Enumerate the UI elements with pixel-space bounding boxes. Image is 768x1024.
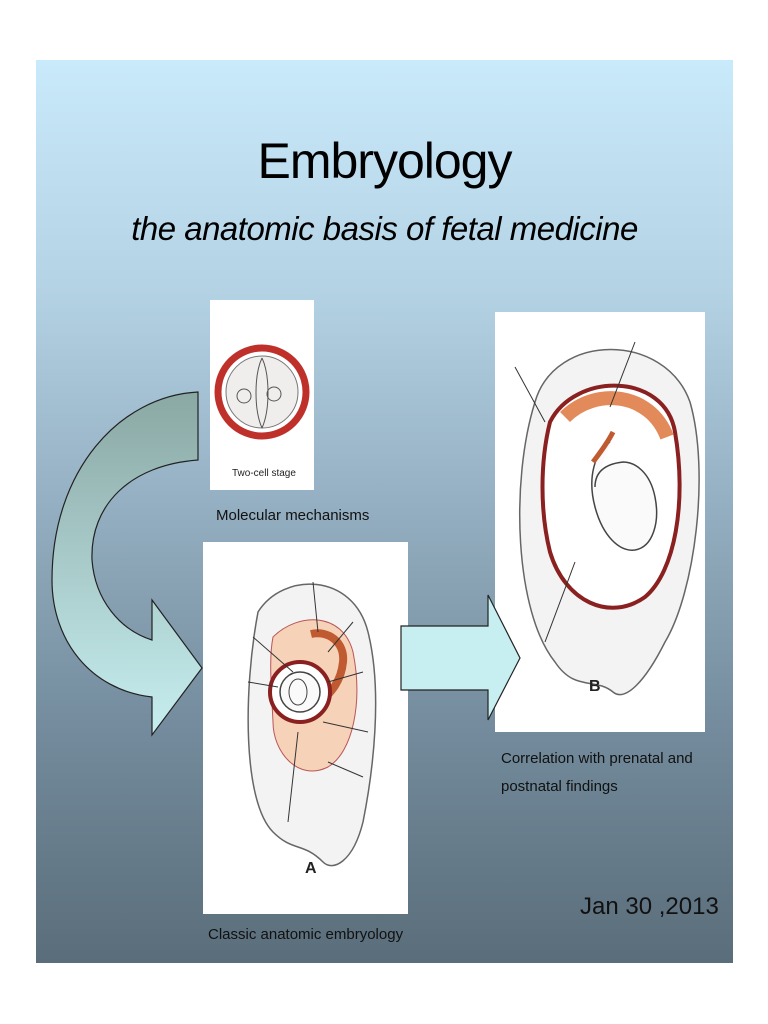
- figure-a-illustration: [247, 581, 377, 867]
- figure-a-letter: A: [305, 860, 317, 877]
- two-cell-label: Two-cell stage: [232, 468, 296, 479]
- caption-correlation-line1: Correlation with prenatal and: [501, 750, 693, 767]
- figure-b-panel: B: [495, 312, 705, 732]
- slide-date: Jan 30 ,2013: [580, 893, 719, 920]
- figure-a-panel: A: [203, 542, 408, 914]
- caption-correlation-line2: postnatal findings: [501, 778, 618, 795]
- straight-arrow: [400, 594, 521, 721]
- slide-subtitle: the anatomic basis of fetal medicine: [131, 210, 638, 247]
- curved-arrow: [51, 391, 203, 737]
- caption-molecular: Molecular mechanisms: [216, 507, 370, 524]
- two-cell-illustration: [214, 344, 310, 440]
- caption-classic: Classic anatomic embryology: [208, 926, 404, 943]
- figure-b-letter: B: [589, 678, 601, 695]
- figure-b-illustration: [514, 341, 700, 696]
- slide-title: Embryology: [257, 133, 513, 189]
- two-cell-panel: Two-cell stage: [210, 300, 314, 490]
